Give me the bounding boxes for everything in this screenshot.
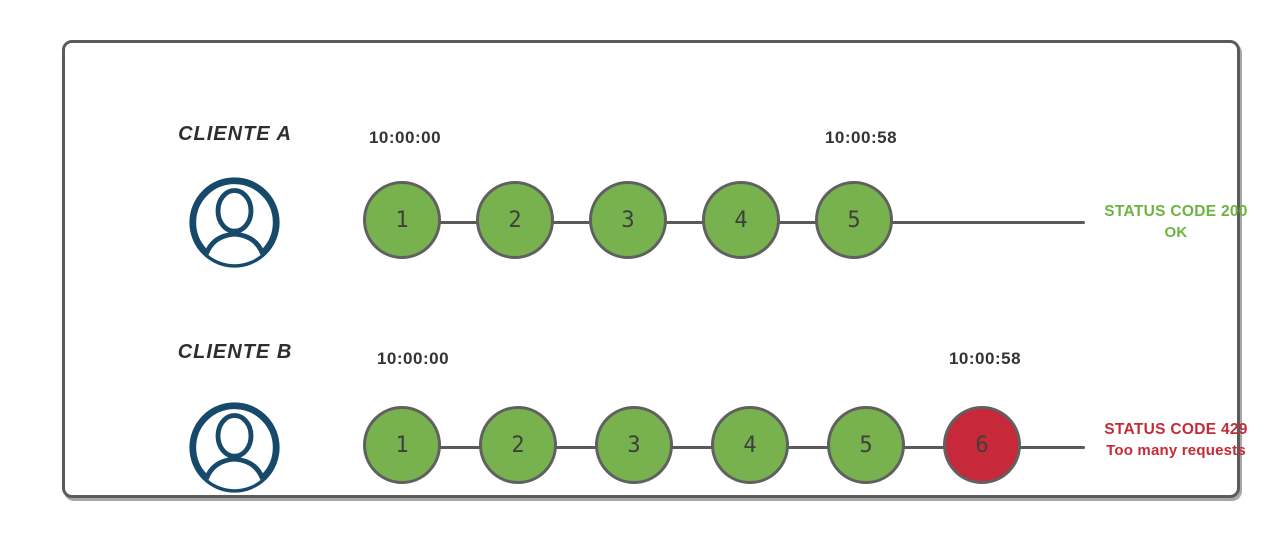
request-number: 2 [511,432,525,458]
request-circle: 1 [363,406,441,484]
request-number: 5 [859,432,873,458]
timestamp-start-a: 10:00:00 [368,128,442,147]
timestamp-end-b: 10:00:58 [948,349,1022,368]
request-number: 4 [743,432,757,458]
request-circle: 2 [479,406,557,484]
request-circle: 3 [589,181,667,259]
client-a-label: CLIENTE A [178,123,292,145]
status-code-text: STATUS CODE 200 [1104,203,1248,220]
request-circle-blocked: 6 [943,406,1021,484]
status-message-text: Too many requests [1106,442,1246,459]
request-number: 2 [508,207,522,233]
request-circle: 3 [595,406,673,484]
request-number: 5 [847,207,861,233]
request-number: 1 [395,432,409,458]
request-circle: 4 [702,181,780,259]
request-number: 3 [621,207,635,233]
diagram-panel: CLIENTE A 10:00:00 10:00:58 1 2 3 [62,40,1247,498]
request-circle: 4 [711,406,789,484]
request-circle: 5 [815,181,893,259]
client-b-label: CLIENTE B [177,341,293,363]
status-block-b: STATUS CODE 429 Too many requests [1090,419,1262,461]
status-block-a: STATUS CODE 200 OK [1090,201,1262,243]
timestamp-end-a: 10:00:58 [824,128,898,147]
status-message-text: OK [1164,224,1188,241]
request-circle: 5 [827,406,905,484]
request-circle: 1 [363,181,441,259]
request-number: 6 [975,432,989,458]
timestamp-start-b: 10:00:00 [376,349,450,368]
request-number: 1 [395,207,409,233]
request-number: 3 [627,432,641,458]
status-code-text: STATUS CODE 429 [1104,421,1248,438]
request-circle: 2 [476,181,554,259]
user-avatar-icon [186,399,283,496]
request-number: 4 [734,207,748,233]
user-avatar-icon [186,174,283,271]
